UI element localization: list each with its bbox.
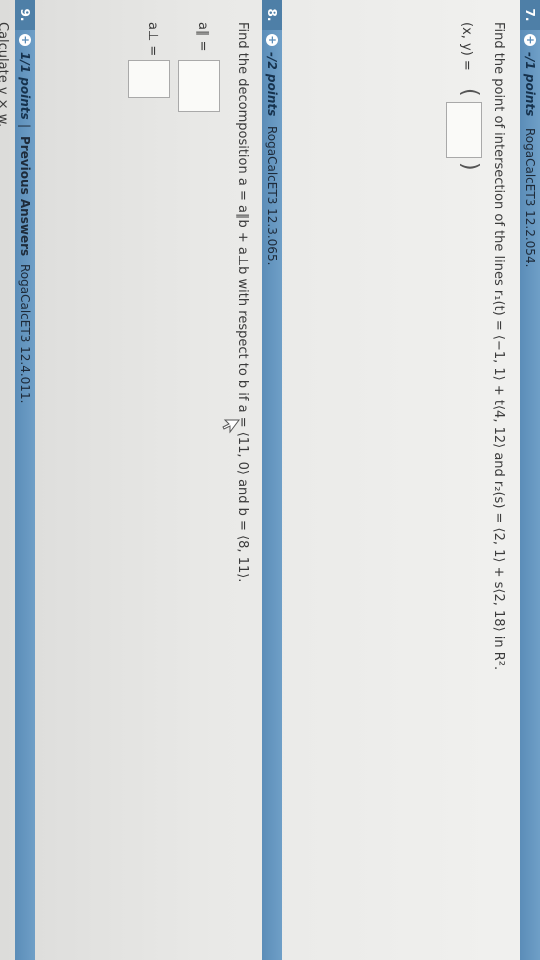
- question-number: 9.: [15, 0, 35, 30]
- close-paren: ): [457, 162, 482, 171]
- open-paren: (: [457, 88, 482, 97]
- expand-icon[interactable]: +: [266, 34, 279, 46]
- question-7-prompt: Find the point of intersection of the li…: [491, 22, 506, 671]
- points-label: -/1 points: [523, 52, 537, 117]
- perpendicular-component-input[interactable]: [128, 60, 170, 98]
- question-7-header: 7. + -/1 points RogaCalcET3 12.2.054.: [520, 0, 540, 960]
- previous-answers-link[interactable]: Previous Answers: [18, 136, 32, 257]
- question-8-prompt: Find the decomposition a = a∥b + a⊥b wit…: [235, 22, 250, 583]
- source-label: RogaCalcET3 12.3.065.: [265, 126, 279, 266]
- parallel-component-input[interactable]: [178, 60, 220, 112]
- question-8-header: 8. + -/2 points RogaCalcET3 12.3.065.: [262, 0, 282, 960]
- expand-icon[interactable]: +: [524, 34, 537, 46]
- expand-icon[interactable]: +: [19, 34, 32, 46]
- answer-label: (x, y) =: [459, 22, 474, 71]
- parallel-label: a∥ =: [195, 22, 210, 52]
- question-number: 7.: [520, 0, 540, 30]
- mouse-cursor-icon: [222, 419, 240, 434]
- separator: |: [18, 124, 32, 129]
- source-label: RogaCalcET3 12.2.054.: [523, 128, 537, 268]
- points-label: -/2 points: [265, 52, 279, 117]
- question-number: 8.: [262, 0, 282, 30]
- question-9-header: 9. + 1/1 points | Previous Answers RogaC…: [15, 0, 35, 960]
- points-label: 1/1 points: [18, 52, 32, 120]
- source-label: RogaCalcET3 12.4.011.: [18, 264, 32, 404]
- perpendicular-label: a⊥ =: [145, 22, 160, 57]
- question-9-prompt: Calculate v × w.: [0, 22, 10, 128]
- point-answer-input[interactable]: [446, 102, 482, 158]
